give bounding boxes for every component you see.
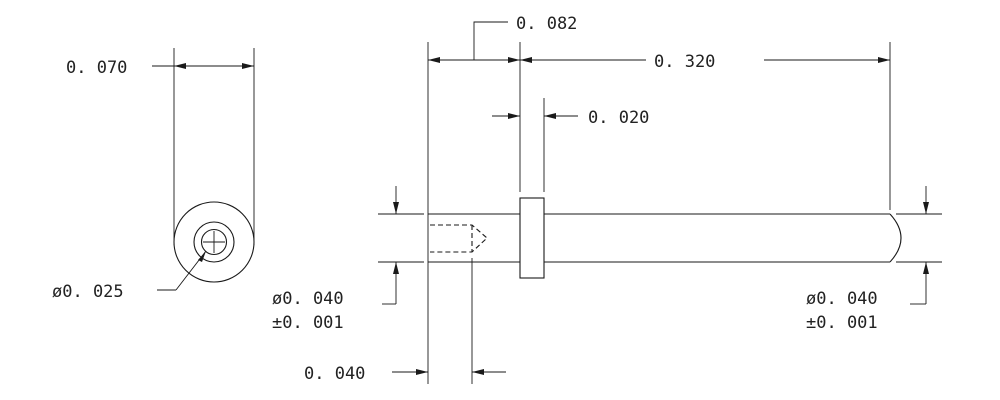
arrowhead [508,113,520,119]
hole-depth-label: 0. 040 [304,364,365,384]
length-label: 0. 320 [654,52,715,72]
arrowhead [242,63,254,69]
arrowhead [416,369,428,375]
side-view: 0. 082 0. 320 0. 020 ø0. 040 ±0. 001 ø0.… [272,14,942,384]
left-dia-label: ø0. 040 [272,289,344,309]
arrowhead [174,63,186,69]
arrowhead [544,113,556,119]
arrowhead [508,57,520,63]
hole-dia-label: ø0. 025 [52,282,124,302]
collar [519,197,545,279]
hidden-hole [430,224,488,253]
pin-circle [193,221,235,263]
collar-offset-label: 0. 082 [516,14,577,34]
collar-circle [173,201,255,283]
left-tol-label: ±0. 001 [272,313,344,333]
arrowhead [923,262,929,274]
collar-thickness-label: 0. 020 [588,108,649,128]
arrowhead [520,57,532,63]
end-view: 0. 070 ø0. 025 [52,48,255,302]
hole-circle [200,228,228,256]
right-tol-label: ±0. 001 [806,313,878,333]
arrowhead [393,202,399,214]
arrowhead [198,251,206,262]
right-dia-label: ø0. 040 [806,289,878,309]
end-width-label: 0. 070 [66,58,127,78]
pin-rounded-end [889,213,902,263]
arrowhead [428,57,440,63]
arrowhead [472,369,484,375]
arrowhead [393,262,399,274]
arrowhead [923,202,929,214]
arrowhead [878,57,890,63]
leader-line [473,21,508,60]
